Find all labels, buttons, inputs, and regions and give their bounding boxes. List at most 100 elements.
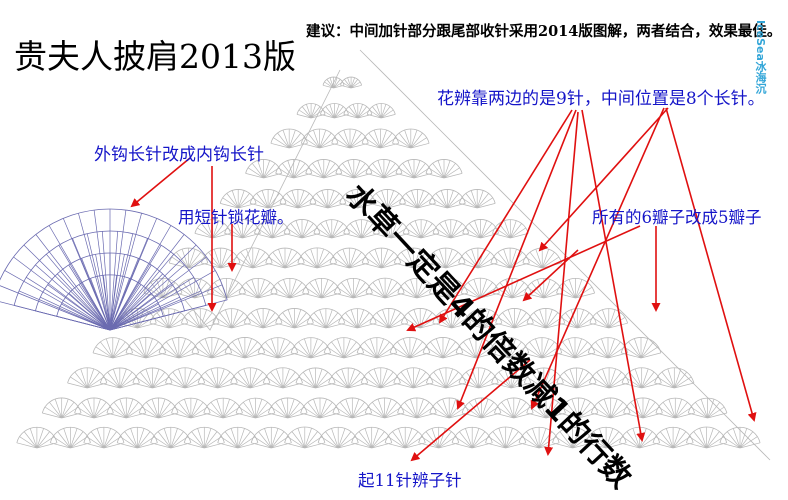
fan-arc [590, 397, 631, 414]
shell-fan [429, 189, 466, 209]
fan-spokes [16, 427, 58, 449]
shell-fan [329, 247, 369, 269]
fan-arc [339, 189, 376, 204]
fan-arc [106, 397, 147, 414]
fan-spokes [652, 427, 694, 449]
fan-arc [585, 426, 627, 443]
fan-arc [366, 103, 396, 115]
fan-arc [526, 308, 566, 324]
fan-spokes [67, 367, 107, 389]
fan-arc [233, 247, 273, 264]
shell-fan [333, 278, 373, 299]
shell-fan [254, 219, 291, 239]
fan-arc [552, 426, 594, 443]
fan-spokes [334, 278, 373, 299]
fan-spokes [351, 427, 392, 449]
shell-fan [243, 308, 283, 329]
fan-arc [191, 337, 233, 353]
fan-spokes [686, 427, 727, 449]
fan-spokes [100, 367, 140, 389]
shell-fan [687, 397, 728, 419]
fan-spokes [357, 337, 397, 359]
shell-fan [429, 397, 469, 419]
fan-spokes [233, 248, 273, 269]
fan-arc [654, 367, 695, 384]
shell-fan [365, 277, 405, 299]
fan-arc [361, 128, 400, 144]
fan-spokes [165, 367, 205, 389]
fan-arc [230, 367, 271, 384]
fan-spokes [191, 337, 232, 359]
fan-spokes [362, 129, 399, 149]
shell-fan [230, 367, 271, 389]
fan-arc [333, 278, 373, 294]
fan-arc [518, 426, 560, 443]
fan-spokes [309, 189, 346, 209]
shell-fan [171, 397, 211, 419]
fan-spokes [591, 397, 631, 419]
fan-spokes [688, 397, 727, 419]
fan-spokes [224, 219, 261, 239]
shell-fan [262, 367, 303, 389]
arrow [438, 109, 573, 324]
shell-fan [41, 397, 82, 419]
shell-fan [397, 278, 437, 299]
fan-spokes [230, 367, 270, 389]
fan-spokes [332, 397, 372, 419]
shell-fan [652, 426, 694, 449]
shell-fan [494, 397, 534, 419]
fan-spokes [365, 397, 405, 419]
shell-fan [589, 367, 630, 389]
shell-fan [328, 367, 369, 389]
fan-spokes [212, 308, 251, 329]
fan-spokes [203, 397, 243, 419]
advice-note: 建议：中间加针部分跟尾部收针采用2014版图解，两者结合，效果最佳。 [306, 23, 782, 40]
shell-fan [366, 103, 396, 119]
fan-arc [125, 337, 167, 353]
fan-arc [397, 278, 437, 294]
fan-arc [488, 337, 530, 354]
arrow [581, 109, 646, 442]
fan-spokes [254, 219, 291, 239]
fan-arc [270, 128, 308, 144]
shell-fan [83, 426, 125, 449]
fan-spokes [373, 219, 410, 239]
shell-fan [302, 278, 342, 299]
fan-arc [183, 426, 225, 443]
shell-fan [587, 337, 629, 359]
shell-fan [332, 397, 373, 419]
fan-arc [621, 367, 662, 384]
arrow [410, 359, 531, 462]
fan-arc [356, 337, 398, 354]
fan-arc [392, 128, 430, 144]
fan-arc [331, 128, 369, 144]
fan-spokes [171, 397, 211, 419]
shell-fan [393, 367, 434, 389]
fan-arc [458, 189, 496, 204]
shell-fan [300, 128, 339, 149]
fan-spokes [555, 337, 595, 359]
fan-arc [250, 426, 292, 443]
fan-spokes [335, 159, 372, 179]
fan-spokes [339, 189, 376, 209]
fan-spokes [270, 278, 309, 299]
fan-spokes [429, 189, 466, 209]
fan-arc [492, 219, 529, 234]
fan-arc [290, 337, 332, 354]
fan-arc [83, 426, 125, 443]
fan-arc [171, 397, 211, 414]
fan-arc [150, 426, 192, 443]
shell-fan [300, 397, 340, 419]
fan-spokes [117, 427, 158, 449]
fan-spokes [394, 248, 433, 269]
fan-arc [329, 247, 369, 264]
fan-spokes [295, 367, 336, 389]
fan-arc [305, 159, 343, 174]
shell-fan [488, 337, 530, 359]
fan-spokes [42, 397, 82, 419]
shell-fan [384, 426, 426, 449]
fan-spokes [393, 367, 434, 389]
fan-arc [265, 247, 305, 264]
fan-arc [323, 337, 365, 354]
shell-fan [356, 337, 398, 359]
